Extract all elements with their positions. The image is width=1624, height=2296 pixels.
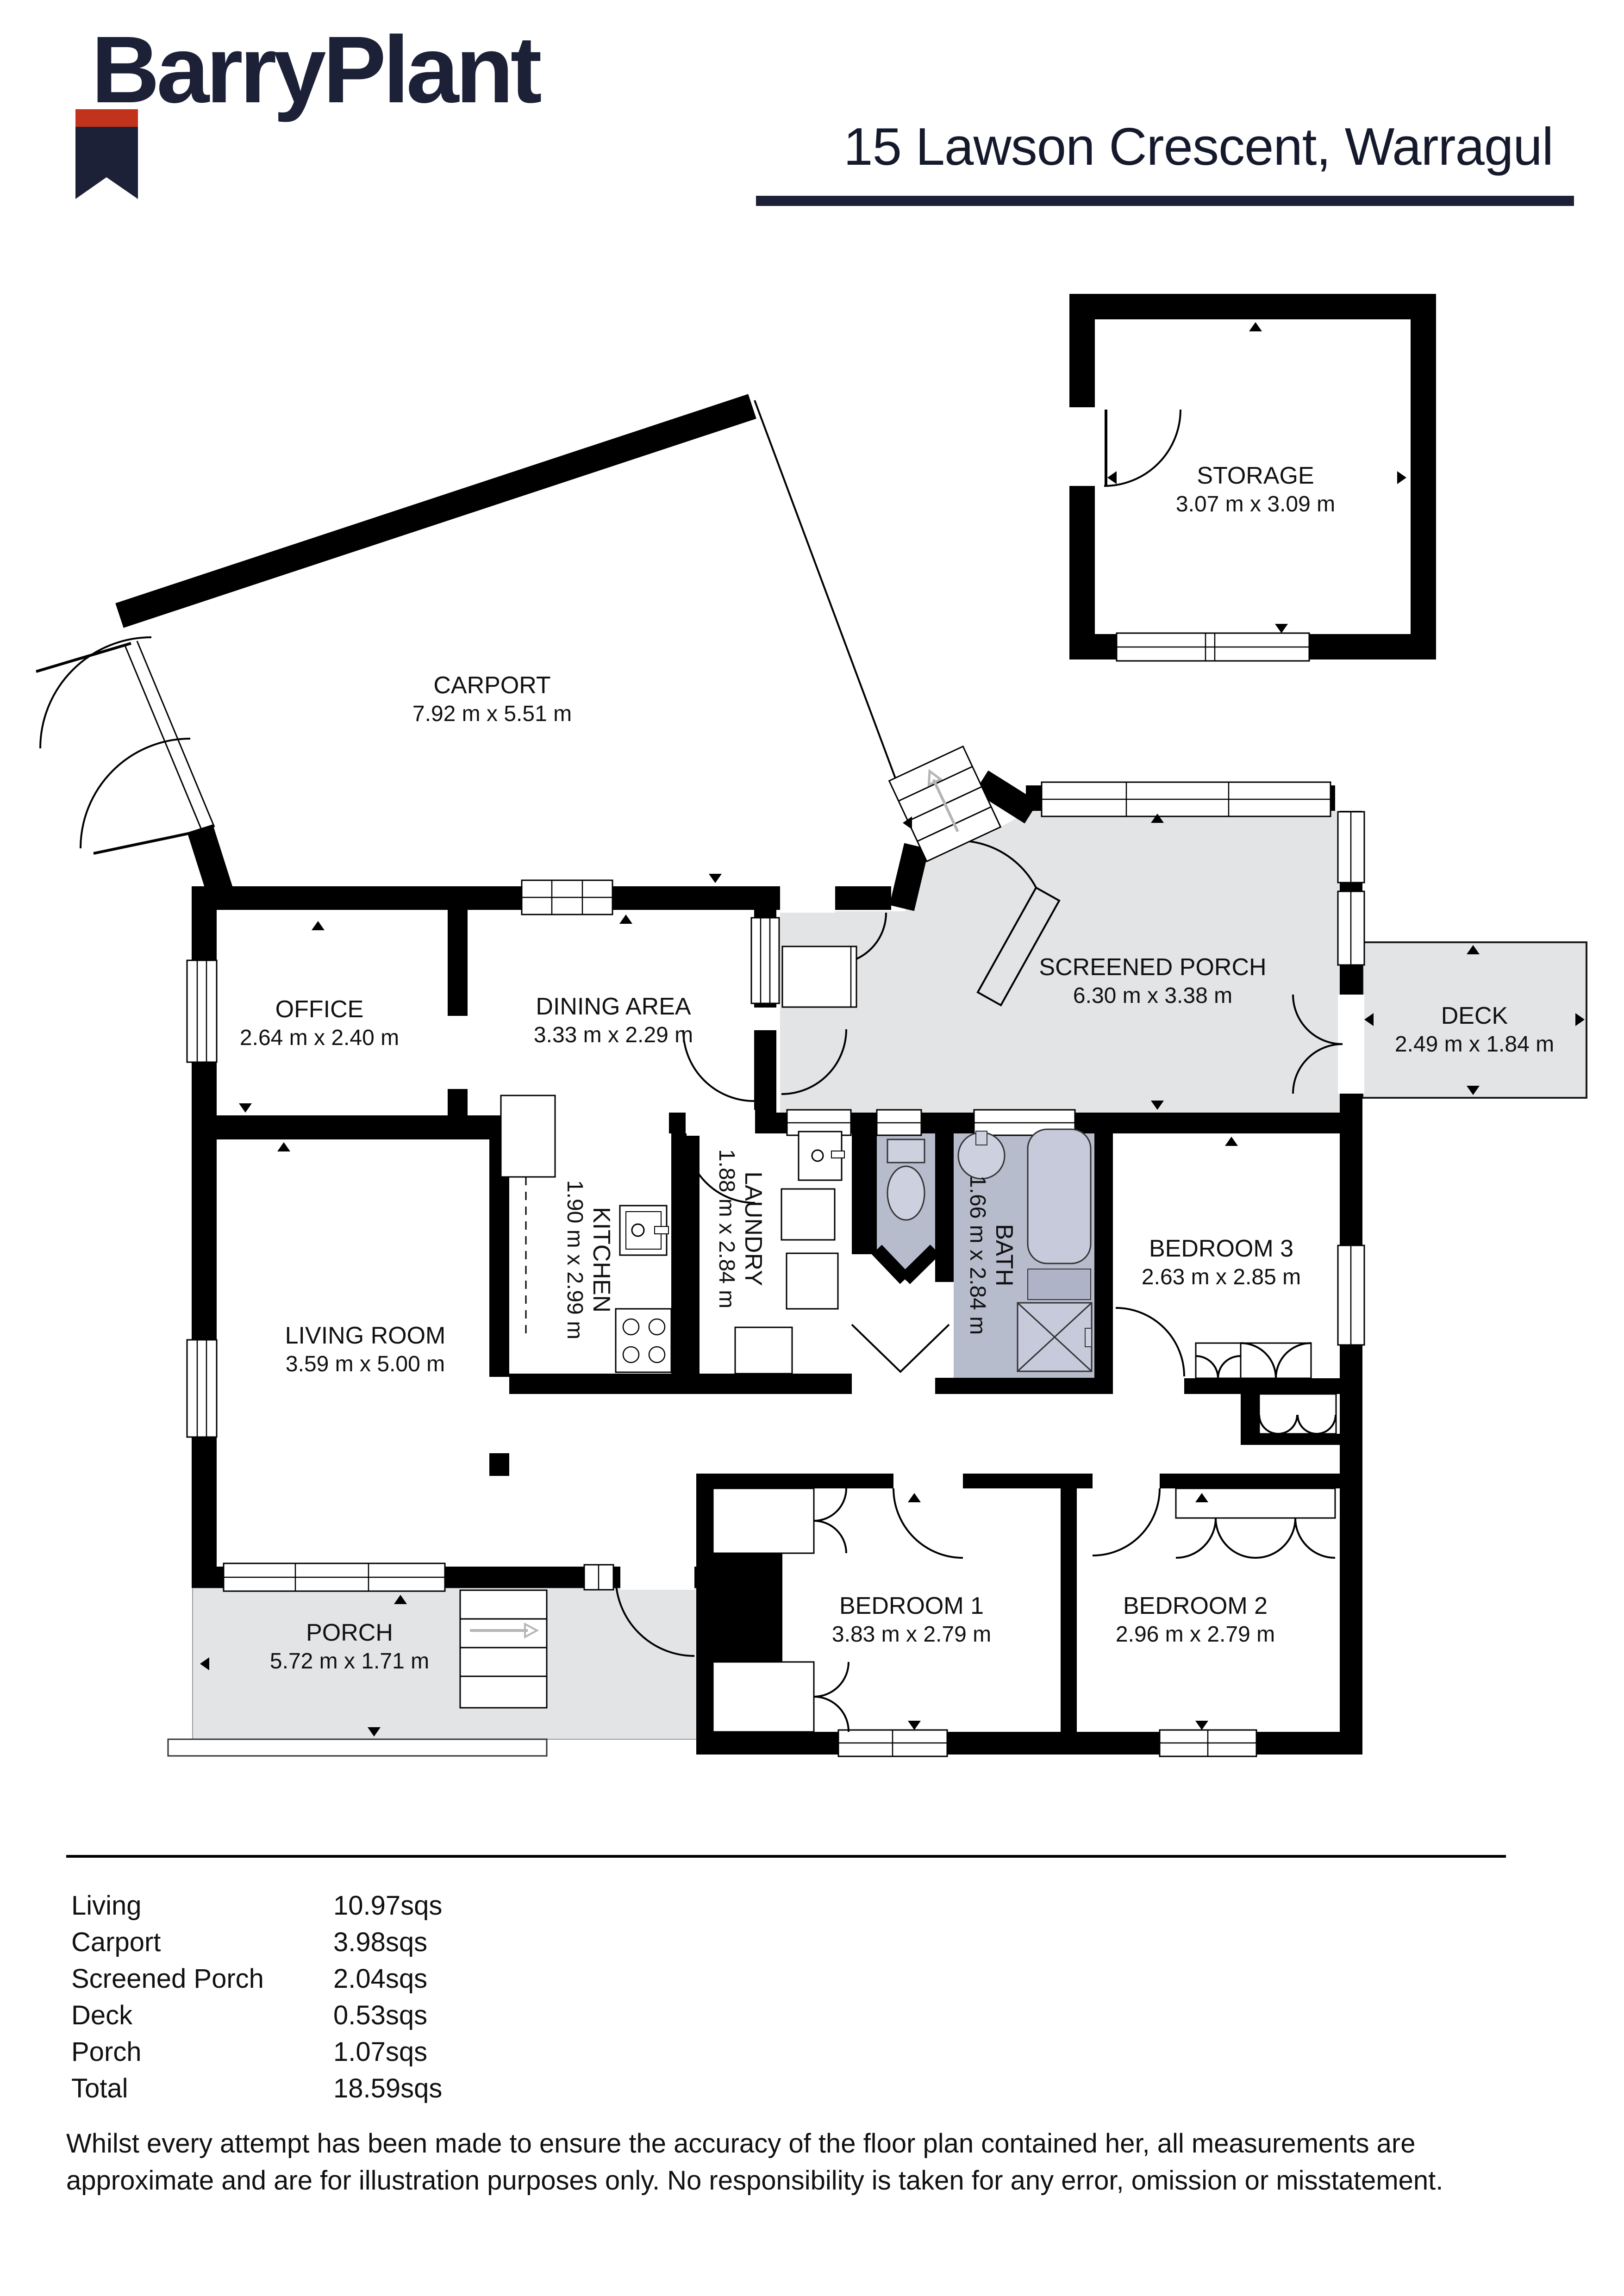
porch-bench	[781, 946, 857, 1008]
area-row-carport: Carport 3.98sqs	[71, 1924, 627, 1960]
area-value: 1.07sqs	[333, 2037, 428, 2067]
area-summary-table: Living 10.97sqs Carport 3.98sqs Screened…	[71, 1887, 627, 2107]
room-label-kitchen: KITCHEN 1.90 m x 2.99 m	[562, 1180, 615, 1339]
deck-floor	[1362, 941, 1587, 1099]
svg-text:5.72 m x 1.71 m: 5.72 m x 1.71 m	[270, 1649, 429, 1674]
room-label-storage: STORAGE 3.07 m x 3.09 m	[1176, 462, 1335, 516]
bath-fixtures	[887, 1128, 1093, 1372]
area-value: 10.97sqs	[333, 1891, 443, 1921]
area-row-total: Total 18.59sqs	[71, 2070, 627, 2107]
svg-text:3.07 m x 3.09 m: 3.07 m x 3.09 m	[1176, 492, 1335, 516]
svg-text:7.92 m x 5.51 m: 7.92 m x 5.51 m	[412, 702, 572, 726]
door-arcs	[36, 409, 1343, 1657]
room-label-screened-porch: SCREENED PORCH 6.30 m x 3.38 m	[1039, 954, 1266, 1008]
entry-door-leaf	[976, 886, 1061, 1007]
barryplant-bookmark-icon	[75, 109, 138, 199]
dimension-arrows	[200, 322, 1585, 1736]
svg-text:3.83 m x 2.79 m: 3.83 m x 2.79 m	[832, 1622, 991, 1647]
room-label-living: LIVING ROOM 3.59 m x 5.00 m	[285, 1322, 446, 1376]
brand-name: BarryPlant	[91, 17, 542, 123]
svg-text:BEDROOM 2: BEDROOM 2	[1123, 1593, 1268, 1619]
svg-text:3.59 m x 5.00 m: 3.59 m x 5.00 m	[286, 1352, 445, 1376]
carport-opening-jamb	[136, 641, 215, 828]
svg-text:6.30 m x 3.38 m: 6.30 m x 3.38 m	[1073, 983, 1232, 1008]
area-value: 3.98sqs	[333, 1927, 428, 1957]
area-label: Carport	[71, 1927, 161, 1957]
area-label: Living	[71, 1891, 142, 1921]
svg-text:2.96 m x 2.79 m: 2.96 m x 2.79 m	[1116, 1622, 1275, 1647]
svg-text:1.90 m x 2.99 m: 1.90 m x 2.99 m	[562, 1180, 587, 1339]
svg-text:1.66 m x 2.84 m: 1.66 m x 2.84 m	[965, 1176, 990, 1335]
svg-text:STORAGE: STORAGE	[1197, 462, 1314, 489]
area-row-porch: Porch 1.07sqs	[71, 2034, 627, 2070]
svg-text:DECK: DECK	[1441, 1002, 1508, 1029]
svg-text:2.49 m x 1.84 m: 2.49 m x 1.84 m	[1395, 1032, 1554, 1057]
area-row-deck: Deck 0.53sqs	[71, 1997, 627, 2034]
room-label-dining: DINING AREA 3.33 m x 2.29 m	[534, 993, 693, 1047]
room-label-porch: PORCH 5.72 m x 1.71 m	[270, 1619, 429, 1674]
area-label: Porch	[71, 2037, 142, 2067]
closets	[712, 1342, 1337, 1733]
svg-text:BATH: BATH	[991, 1224, 1018, 1287]
entry-steps	[888, 745, 1002, 863]
svg-text:2.63 m x 2.85 m: 2.63 m x 2.85 m	[1142, 1265, 1301, 1289]
area-value: 18.59sqs	[333, 2073, 443, 2103]
svg-text:LIVING ROOM: LIVING ROOM	[285, 1322, 446, 1349]
disclaimer-text: Whilst every attempt has been made to en…	[66, 2128, 1443, 2196]
carport-open-edge	[754, 400, 898, 784]
windows	[186, 632, 1365, 1757]
svg-text:CARPORT: CARPORT	[433, 672, 550, 699]
svg-text:SCREENED PORCH: SCREENED PORCH	[1039, 954, 1266, 981]
area-label: Total	[71, 2073, 128, 2103]
floor-plan: STORAGE 3.07 m x 3.09 m CARPORT 7.92 m x…	[36, 294, 1587, 1757]
room-label-bedroom1: BEDROOM 1 3.83 m x 2.79 m	[832, 1593, 991, 1647]
area-row-screened-porch: Screened Porch 2.04sqs	[71, 1960, 627, 1997]
svg-text:3.33 m x 2.29 m: 3.33 m x 2.29 m	[534, 1023, 693, 1047]
svg-text:BEDROOM 1: BEDROOM 1	[839, 1593, 984, 1619]
slanted-walls	[115, 394, 1038, 1284]
area-row-living: Living 10.97sqs	[71, 1887, 627, 1924]
room-label-laundry: LAUNDRY 1.88 m x 2.84 m	[714, 1149, 767, 1308]
area-label: Screened Porch	[71, 1964, 264, 1994]
brand-logo	[75, 109, 138, 199]
svg-text:DINING AREA: DINING AREA	[536, 993, 691, 1020]
room-label-office: OFFICE 2.64 m x 2.40 m	[240, 996, 399, 1050]
svg-text:OFFICE: OFFICE	[275, 996, 364, 1023]
svg-text:1.88 m x 2.84 m: 1.88 m x 2.84 m	[714, 1149, 739, 1308]
divider-rule	[66, 1855, 1506, 1858]
room-label-carport: CARPORT 7.92 m x 5.51 m	[412, 672, 572, 726]
front-step	[167, 1738, 548, 1757]
svg-text:2.64 m x 2.40 m: 2.64 m x 2.40 m	[240, 1026, 399, 1050]
room-label-bedroom3: BEDROOM 3 2.63 m x 2.85 m	[1142, 1235, 1301, 1289]
page-title: 15 Lawson Crescent, Warragul	[843, 118, 1554, 176]
room-label-bath: BATH 1.66 m x 2.84 m	[965, 1176, 1018, 1335]
room-labels: STORAGE 3.07 m x 3.09 m CARPORT 7.92 m x…	[240, 462, 1554, 1674]
carport-opening-jamb	[124, 645, 203, 832]
room-label-deck: DECK 2.49 m x 1.84 m	[1395, 1002, 1554, 1057]
laundry-fixtures	[734, 1131, 845, 1375]
area-value: 2.04sqs	[333, 1964, 428, 1994]
room-label-bedroom2: BEDROOM 2 2.96 m x 2.79 m	[1116, 1593, 1275, 1647]
area-label: Deck	[71, 2000, 133, 2030]
svg-text:PORCH: PORCH	[306, 1619, 393, 1646]
title-underline	[756, 196, 1574, 206]
staircase	[459, 1589, 548, 1709]
svg-text:BEDROOM 3: BEDROOM 3	[1149, 1235, 1293, 1262]
area-value: 0.53sqs	[333, 2000, 428, 2030]
svg-text:LAUNDRY: LAUNDRY	[740, 1171, 767, 1286]
kitchen-fixtures	[500, 1095, 672, 1373]
svg-text:KITCHEN: KITCHEN	[588, 1207, 615, 1313]
